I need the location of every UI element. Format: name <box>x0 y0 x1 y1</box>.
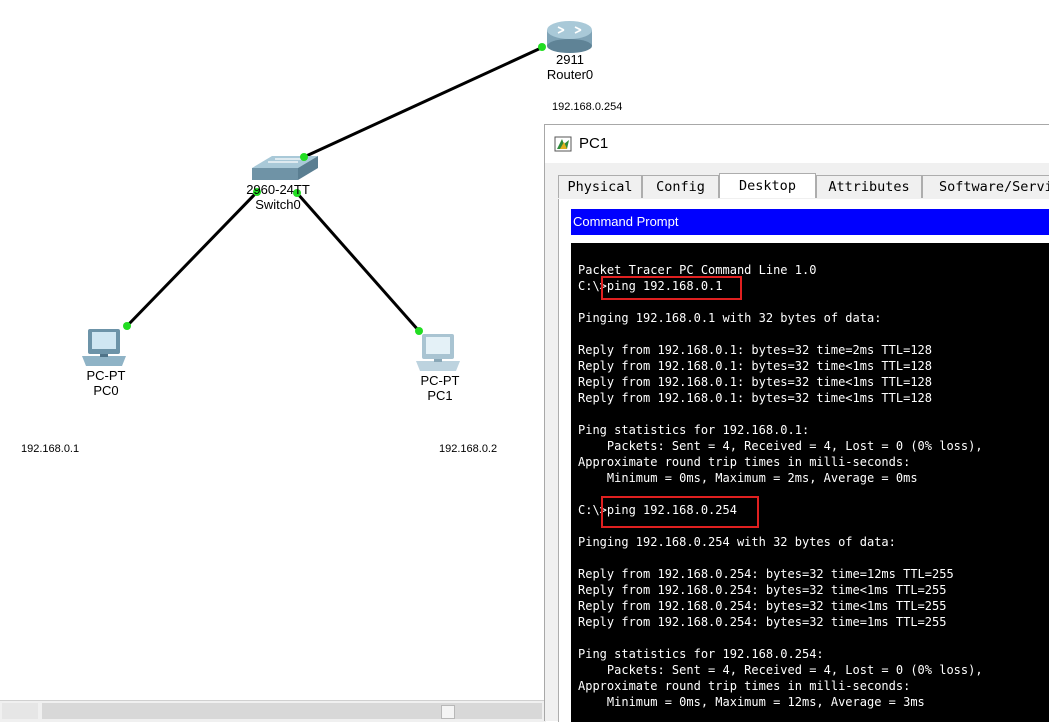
tab-desktop[interactable]: Desktop <box>719 173 816 198</box>
router0-ip-label: 192.168.0.254 <box>552 101 623 113</box>
scrollbar-track[interactable] <box>42 703 542 719</box>
router0-model: 2911 <box>556 52 584 67</box>
pc1-label[interactable]: PC-PT PC1 <box>410 373 470 403</box>
pc0-label[interactable]: PC-PT PC0 <box>76 368 136 398</box>
terminal-line: Approximate round trip times in milli-se… <box>578 679 911 693</box>
terminal-line: Ping statistics for 192.168.0.254: <box>578 647 824 661</box>
terminal-line <box>578 550 983 566</box>
tab-physical[interactable]: Physical <box>558 175 642 198</box>
pc-icon[interactable] <box>82 329 126 366</box>
packet-tracer-icon <box>554 136 572 152</box>
pc0-ip-label: 192.168.0.1 <box>21 443 80 455</box>
tab-bar: Physical Config Desktop Attributes Softw… <box>558 173 1049 200</box>
tab-attributes[interactable]: Attributes <box>816 175 922 198</box>
tab-config[interactable]: Config <box>642 175 719 198</box>
router-icon[interactable] <box>547 21 592 53</box>
terminal-line <box>578 630 983 646</box>
switch-icon[interactable] <box>252 156 318 180</box>
terminal-line: Reply from 192.168.0.254: bytes=32 time<… <box>578 599 947 613</box>
pc-icon[interactable] <box>416 334 460 371</box>
pc0-model: PC-PT <box>86 368 126 383</box>
scrollbar-thumb[interactable] <box>441 705 455 719</box>
window-title: PC1 <box>579 135 609 152</box>
terminal-line <box>578 406 983 422</box>
switch0-model: 2960-24TT <box>246 182 310 197</box>
terminal-line: Minimum = 0ms, Maximum = 2ms, Average = … <box>578 471 918 485</box>
terminal-line: Reply from 192.168.0.254: bytes=32 time=… <box>578 615 947 629</box>
terminal-line: Packet Tracer PC Command Line 1.0 <box>578 263 817 277</box>
terminal-line: Packets: Sent = 4, Received = 4, Lost = … <box>578 439 983 453</box>
link-router-switch[interactable] <box>303 46 542 159</box>
terminal-line: Reply from 192.168.0.254: bytes=32 time=… <box>578 567 954 581</box>
terminal-line: Reply from 192.168.0.1: bytes=32 time<1m… <box>578 375 933 389</box>
terminal-line: Pinging 192.168.0.254 with 32 bytes of d… <box>578 535 896 549</box>
terminal-line: Ping statistics for 192.168.0.1: <box>578 423 810 437</box>
switch0-label[interactable]: 2960-24TT Switch0 <box>238 182 318 212</box>
pc0-name: PC0 <box>93 383 119 398</box>
terminal-line: Reply from 192.168.0.1: bytes=32 time=2m… <box>578 343 933 357</box>
terminal-line: Reply from 192.168.0.1: bytes=32 time<1m… <box>578 359 933 373</box>
terminal-line <box>578 294 983 310</box>
command-prompt-title: Command Prompt <box>571 209 1049 235</box>
pc1-model: PC-PT <box>420 373 460 388</box>
window-title-bar[interactable]: PC1 <box>545 125 1049 163</box>
terminal-line: Packets: Sent = 4, Received = 4, Lost = … <box>578 663 983 677</box>
terminal-line: Reply from 192.168.0.254: bytes=32 time<… <box>578 583 947 597</box>
port-indicator <box>300 153 308 161</box>
pc1-window[interactable]: PC1 Physical Config Desktop Attributes S… <box>544 124 1049 722</box>
terminal-line: C:\>ping 192.168.0.1 <box>578 279 723 293</box>
terminal-line: Approximate round trip times in milli-se… <box>578 455 911 469</box>
port-indicator <box>123 322 131 330</box>
pc1-name: PC1 <box>427 388 453 403</box>
router0-name: Router0 <box>546 67 594 82</box>
link-switch-pc1[interactable] <box>295 192 421 332</box>
desktop-content: Command Prompt Packet Tracer PC Command … <box>558 199 1049 722</box>
port-indicator <box>253 188 261 196</box>
router0-label[interactable]: 2911 Router0 <box>540 52 600 82</box>
port-indicator <box>538 43 546 51</box>
port-indicator <box>293 189 301 197</box>
tab-software-services[interactable]: Software/Services <box>922 175 1049 198</box>
link-switch-pc0[interactable] <box>125 190 259 328</box>
terminal-line: Pinging 192.168.0.1 with 32 bytes of dat… <box>578 311 882 325</box>
terminal-line: Reply from 192.168.0.1: bytes=32 time<1m… <box>578 391 933 405</box>
workspace-horizontal-scrollbar[interactable] <box>0 700 546 722</box>
terminal-line: Minimum = 0ms, Maximum = 12ms, Average =… <box>578 695 925 709</box>
terminal-line <box>578 518 983 534</box>
pc1-ip-label: 192.168.0.2 <box>439 443 498 455</box>
switch0-name: Switch0 <box>255 197 301 212</box>
scroll-left-area[interactable] <box>2 703 38 719</box>
port-indicator <box>415 327 423 335</box>
terminal-line <box>578 326 983 342</box>
terminal-line: C:\>ping 192.168.0.254 <box>578 503 737 517</box>
terminal-line <box>578 486 983 502</box>
